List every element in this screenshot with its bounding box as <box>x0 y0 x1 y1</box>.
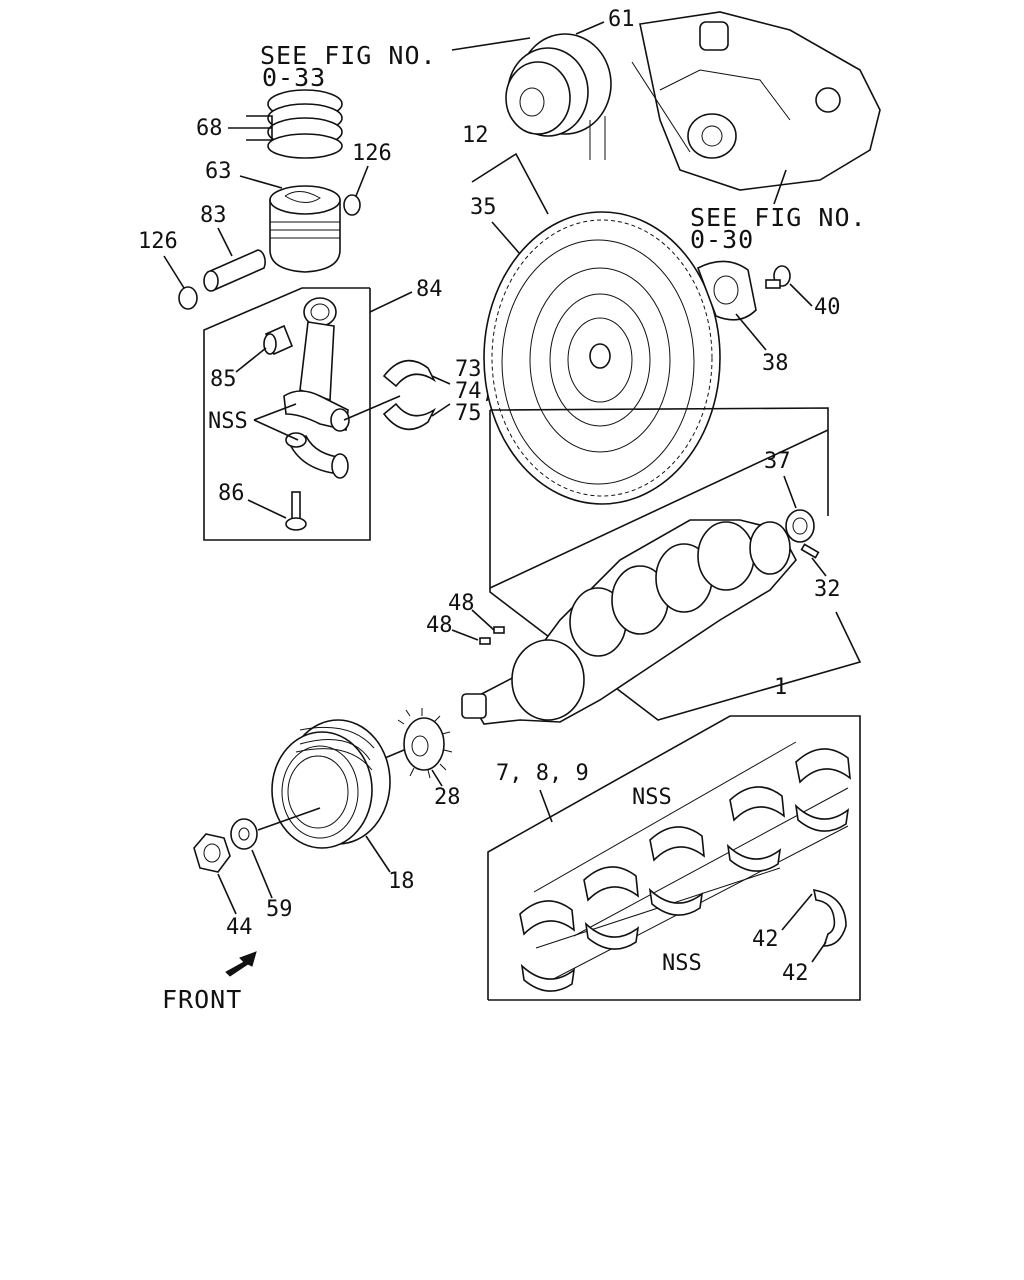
callout-37: 37 <box>764 449 791 474</box>
callout-18: 18 <box>388 869 415 894</box>
flywheel-bolt <box>765 265 791 289</box>
see-fig-reference-right: SEE FIG NO. <box>690 203 867 232</box>
front-label: FRONT <box>162 985 242 1014</box>
callout-1: 1 <box>774 675 787 700</box>
see-fig-number-top: 0-33 <box>262 63 326 92</box>
callout-61: 61 <box>608 7 635 32</box>
crankshaft-pulley <box>271 719 391 849</box>
callout-38: 38 <box>762 351 789 376</box>
callout-40: 40 <box>814 295 841 320</box>
flywheel <box>483 211 721 505</box>
nss-label-rod: NSS <box>208 409 248 434</box>
piston-rings <box>267 89 343 159</box>
pilot-bearing <box>785 509 815 543</box>
crankshaft-gear <box>397 708 453 779</box>
dowel-pin <box>800 543 820 559</box>
callout-59: 59 <box>266 897 293 922</box>
callout-12: 12 <box>462 123 489 148</box>
snap-ring-lower <box>178 286 198 310</box>
flywheel-plate <box>696 260 757 321</box>
rod-bearing-shells <box>382 359 437 431</box>
hex-nut <box>193 833 231 873</box>
callout-75: 75 <box>455 401 482 426</box>
callout-48-lower: 48 <box>426 613 453 638</box>
woodruff-key-lower <box>479 637 491 645</box>
thrust-washers <box>812 888 847 947</box>
piston-pin <box>203 249 266 292</box>
front-arrow-icon <box>225 951 257 977</box>
callout-84: 84 <box>416 277 443 302</box>
callout-28: 28 <box>434 785 461 810</box>
snap-ring-upper <box>343 194 361 216</box>
rod-cap <box>285 432 349 479</box>
power-steering-pump <box>631 11 881 191</box>
piston <box>269 185 341 273</box>
callout-126-lower: 126 <box>138 229 178 254</box>
callout-42-lower: 42 <box>782 961 809 986</box>
callout-32: 32 <box>814 577 841 602</box>
callout-85: 85 <box>210 367 237 392</box>
rod-bolt <box>285 491 307 531</box>
callout-35: 35 <box>470 195 497 220</box>
accessory-pulley <box>505 33 612 160</box>
main-bearing-shells <box>519 748 851 992</box>
callout-86: 86 <box>218 481 245 506</box>
callout-83: 83 <box>200 203 227 228</box>
connecting-rod <box>283 297 350 432</box>
rod-bushing <box>263 324 294 356</box>
see-fig-number-right: 0-30 <box>690 225 754 254</box>
nss-label-lower-bearings: NSS <box>662 951 702 976</box>
callout-44: 44 <box>226 915 253 940</box>
callout-48-upper: 48 <box>448 591 475 616</box>
nss-label-upper-bearings: NSS <box>632 785 672 810</box>
callout-42-upper: 42 <box>752 927 779 952</box>
woodruff-key-upper <box>493 626 505 634</box>
washer <box>230 818 258 850</box>
callout-68: 68 <box>196 116 223 141</box>
crankshaft <box>461 519 797 725</box>
see-fig-reference-top: SEE FIG NO. <box>260 41 437 70</box>
callout-63: 63 <box>205 159 232 184</box>
callout-126-upper: 126 <box>352 141 392 166</box>
callout-7-8-9: 7, 8, 9 <box>496 761 589 786</box>
